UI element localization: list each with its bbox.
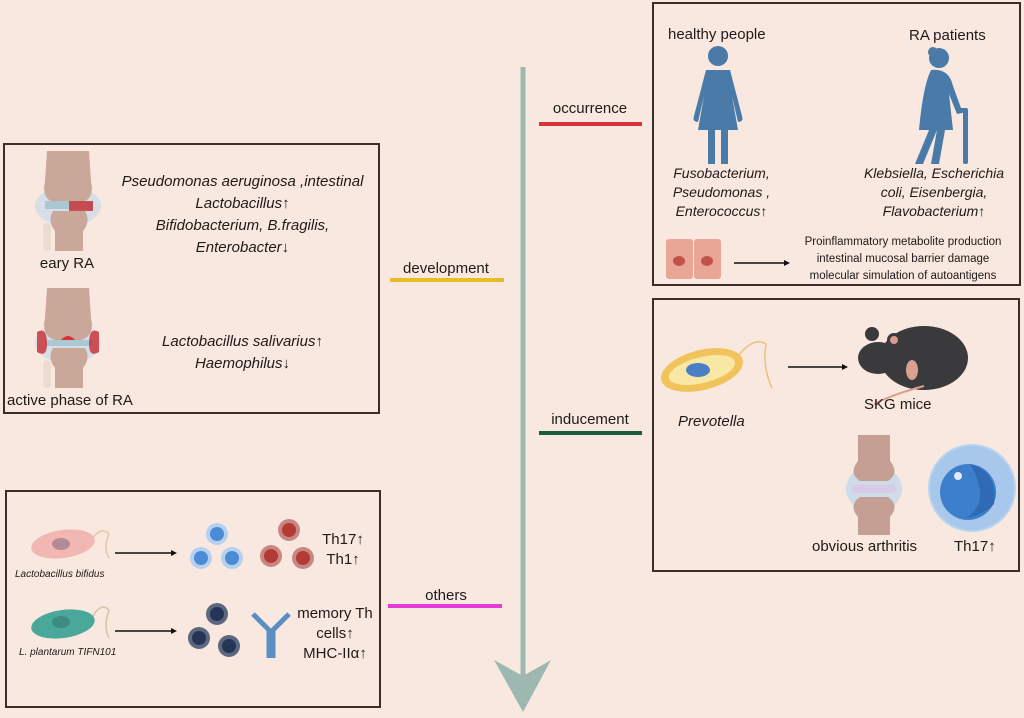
red-cells-icon [260,519,314,569]
stage-inducement-label: inducement [551,411,629,428]
intestinal-cells-icon [666,239,721,279]
ra-patients-title: RA patients [909,27,986,44]
inducement-arrow-icon [788,364,848,370]
row2-result-line: memory Th [297,605,373,622]
arthritis-joint-icon [846,435,902,535]
active-ra-knee-icon [35,288,101,388]
skg-mice-label: SKG mice [864,396,932,413]
development-panel: eary RA Pseudomonas aeruginosa ,intestin… [3,143,380,414]
patient-finding-line: Klebsiella, Escherichia [863,165,1005,181]
stage-occurrence-label: occurrence [552,100,628,117]
stage-occurrence-line [539,122,642,126]
th17-cell-icon [928,444,1016,532]
skg-mouse-icon [858,326,968,405]
stage-development-line [390,278,504,282]
row1-results: Th17↑ Th1↑ [315,530,371,570]
row1-arrow-icon [115,550,177,556]
healthy-finding-line: Pseudomonas , [672,184,771,200]
patient-finding-line: Flavobacterium↑ [882,203,986,219]
early-ra-line: Enterobacter↓ [195,239,290,256]
mechanism-arrow-icon [734,260,790,266]
active-ra-caption: active phase of RA [7,392,133,409]
antibody-icon [251,612,291,658]
stage-inducement-line [539,431,642,435]
prevotella-label: Prevotella [678,413,745,430]
patient-finding-line: coli, Eisenbergia, [880,184,988,200]
ra-patient-icon [915,47,968,164]
healthy-people-title: healthy people [668,26,766,43]
blue-cells-icon [190,523,243,569]
mechanism-item: molecular simulation of autoantigens [809,270,997,282]
early-ra-findings: Pseudomonas aeruginosa ,intestinal Lacto… [105,171,380,259]
row1-result-line: Th1↑ [326,551,360,568]
inducement-panel: SKG mice Prevotella obvious arthritis Th… [652,298,1020,572]
early-ra-line: Bifidobacterium, B.fragilis, [155,217,330,234]
stage-development-label: development [403,260,489,277]
obvious-arthritis-label: obvious arthritis [812,538,918,555]
l-plantarum-label: L. plantarum TIFN101 [19,647,117,658]
occurrence-panel: healthy people RA patients Fusobacterium… [652,2,1021,286]
row2-result-line: MHC-IIα↑ [303,645,367,662]
early-ra-caption: eary RA [39,255,95,272]
stage-others-line [388,604,502,608]
th17-label: Th17↑ [954,538,996,555]
row2-arrow-icon [115,628,177,634]
mechanism-item: Proinflammatory metabolite production [804,236,1002,248]
row2-results: memory Th cells↑ MHC-IIα↑ [293,604,377,664]
early-ra-line: Pseudomonas aeruginosa ,intestinal [121,173,364,190]
healthy-finding-line: Fusobacterium, [673,165,770,181]
memory-cells-icon [188,603,240,657]
healthy-findings: Fusobacterium, Pseudomonas , Enterococcu… [654,164,789,221]
lactobacillus-bifidus-icon [31,529,110,559]
active-ra-line: Lactobacillus salivarius↑ [162,333,323,350]
mechanism-item: intestinal mucosal barrier damage [816,253,990,265]
early-ra-line: Lactobacillus↑ [195,195,290,212]
healthy-person-icon [693,46,743,164]
others-panel: Lactobacillus bifidus Th17↑ Th1↑ L. plan… [5,490,381,708]
stage-others-label: others [425,587,467,604]
early-ra-knee-icon [35,151,101,251]
prevotella-bacterium-icon [660,341,773,392]
row1-result-line: Th17↑ [322,531,364,548]
l-plantarum-icon [31,606,110,639]
healthy-finding-line: Enterococcus↑ [675,203,768,219]
active-ra-findings: Lactobacillus salivarius↑ Haemophilus↓ [115,331,370,375]
row2-result-line: cells↑ [316,625,354,642]
active-ra-line: Haemophilus↓ [194,355,291,372]
lactobacillus-bifidus-label: Lactobacillus bifidus [15,569,105,580]
patient-findings: Klebsiella, Escherichia coli, Eisenbergi… [854,164,1014,221]
mechanism-list: Proinflammatory metabolite production in… [784,234,1022,285]
